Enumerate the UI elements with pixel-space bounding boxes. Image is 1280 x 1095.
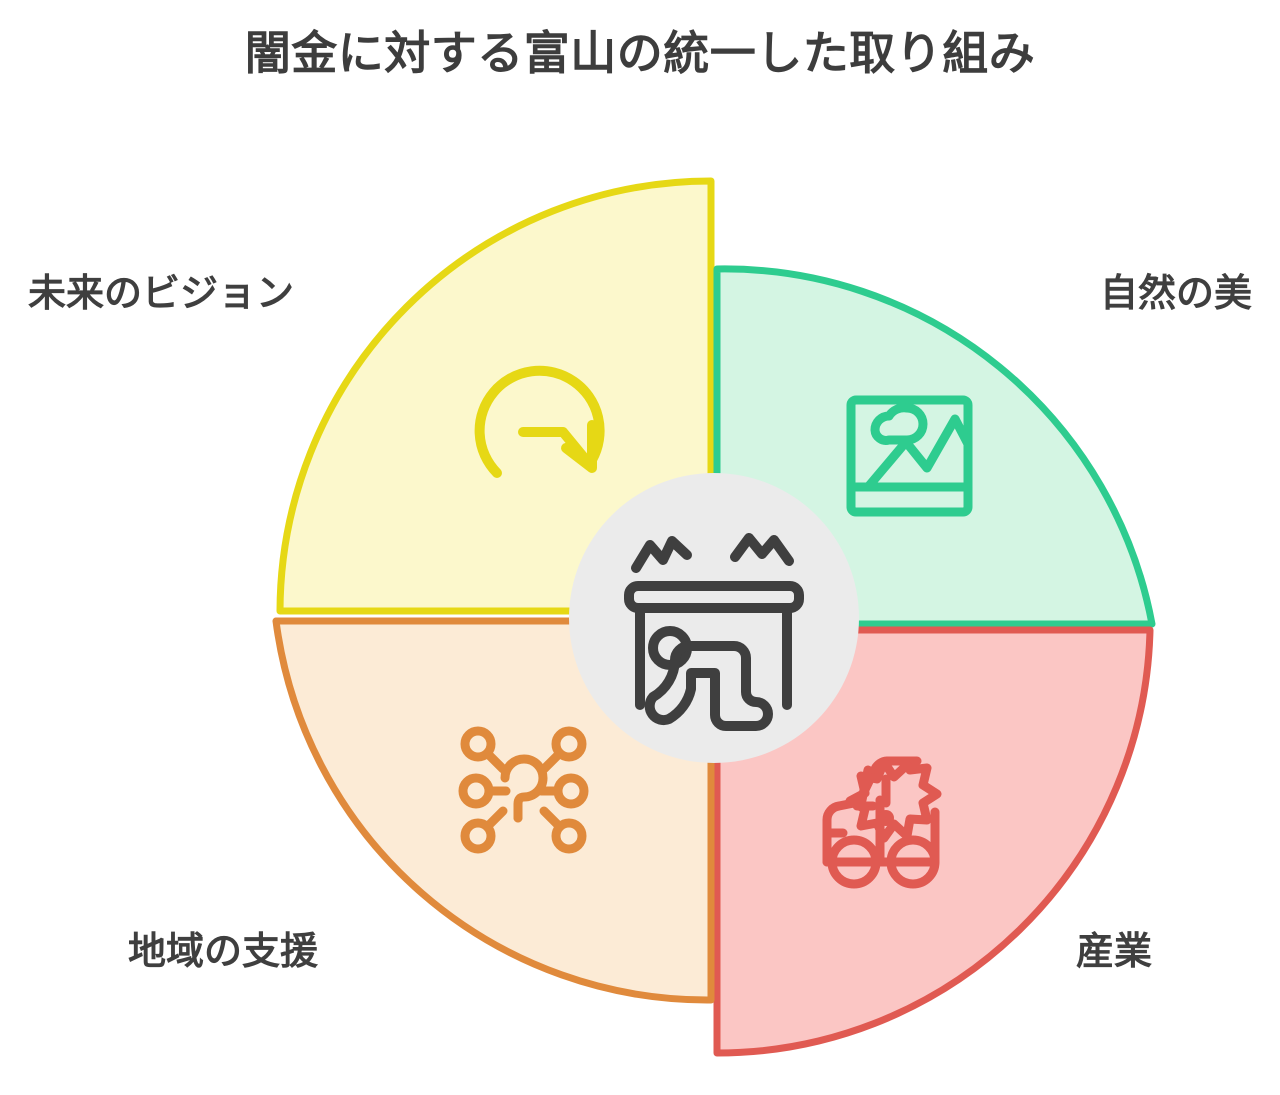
landscape-image-icon [846,395,973,517]
clock-rotate-arrow-icon [474,365,605,478]
quadrant-bottom-left[interactable] [272,617,715,1004]
quadrant-label-industry: 産業 [1075,931,1152,973]
center-hub[interactable] [569,473,859,763]
car-accident-icon [822,756,942,889]
quadrant-label-natural-beauty: 自然の美 [1099,273,1252,315]
quadrant-label-future-vision: 未来のビジョン [28,273,295,315]
quadrant-shape-bottom-left[interactable] [272,617,715,1004]
quadrant-top-left[interactable] [276,177,715,615]
person-under-table-earthquake-icon [624,533,804,731]
page-title: 闇金に対する富山の統一した取り組み [244,27,1036,79]
question-mark-magnifiers-icon [458,726,589,854]
quadrant-label-regional-support: 地域の支援 [128,931,319,973]
quadrant-bottom-right[interactable] [713,626,1154,1057]
